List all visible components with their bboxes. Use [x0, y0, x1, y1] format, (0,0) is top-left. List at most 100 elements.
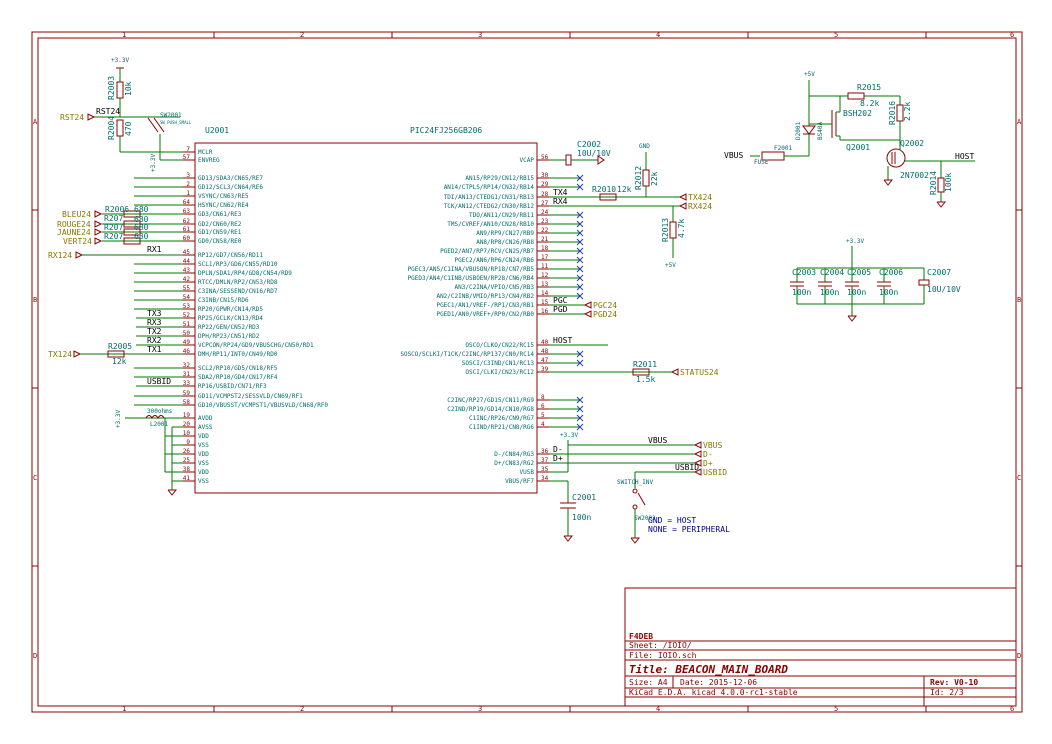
tb-id: Id: 2/3: [930, 688, 964, 697]
reset-circuit[interactable]: +3.3V R2003 10k RST24 RST24 R2004 470 SW…: [60, 57, 192, 172]
frame-col-labels-bottom: 1 2 3 4 5 6: [122, 705, 1014, 713]
mcu-pin-number: 39: [541, 366, 549, 373]
mcu-pin-number: 25: [183, 457, 191, 464]
net-rst24: RST24: [96, 107, 120, 116]
f2001-ref: F2001: [774, 145, 792, 152]
sw2001-ref: SW2001: [160, 112, 182, 119]
glob-vbus: VBUS: [703, 441, 722, 450]
no-connect-marker: [576, 211, 584, 219]
power-33v-decoupling: +3.3V: [846, 238, 864, 245]
mcu-pin-number: 36: [541, 448, 549, 455]
mcu-pin-name: PGEC1/AN1/VREF-/RP1/CN3/RB1: [436, 302, 534, 309]
mcu-pin-name: C2INC/RP27/GD15/CN11/RG9: [447, 397, 534, 404]
mcu-pin-name: VCAP: [520, 157, 535, 164]
mcu-pin-number: 44: [183, 258, 191, 265]
cap-ref: C2003: [792, 268, 816, 277]
frame-row-c: C: [33, 474, 37, 482]
mcu-pin-name: PGED1/AN0/VREF+/RP0/CN2/RB0: [436, 311, 534, 318]
decoupling-caps[interactable]: +3.3V C2003100nC2004100nC2005100nC200610…: [790, 238, 961, 322]
mcu-pin-name: RP16/USBID/CN71/RF3: [198, 383, 267, 390]
mcu-pin-name: GD0/CN58/RE0: [198, 238, 242, 245]
mcu-pin-number: 19: [183, 412, 191, 419]
frame-col-5: 5: [834, 31, 838, 39]
r2015-ref: R2015: [857, 83, 881, 92]
no-connect-marker: [576, 220, 584, 228]
fuse-label: FUSE: [754, 159, 769, 166]
mcu-pin-name: TDI/AN13/CTEDG1/CN31/RB13: [444, 194, 535, 201]
r2013-value: 4.7k: [677, 219, 686, 238]
net-tx1: TX1: [147, 345, 162, 354]
sw2001-switch[interactable]: SW2001 SW_PUSH_SMALL: [147, 112, 192, 133]
mcu-pin-name: C2IND/RP19/GD14/CN10/RG8: [447, 406, 534, 413]
note-none-peripheral: NONE = PERIPHERAL: [648, 525, 730, 534]
q2002-nmos[interactable]: Q2002 2N7002: [883, 139, 929, 186]
frame-row-d-right: D: [1017, 652, 1021, 660]
q2001-pmos[interactable]: BSH202 Q2001: [809, 96, 900, 152]
power-33v-reset: +3.3V: [111, 57, 129, 64]
r2004-ref: R2004: [107, 116, 116, 140]
mcu-pin-name: VDD: [198, 469, 209, 476]
no-connect-marker: [576, 183, 584, 191]
sheet-frame: [31, 31, 1023, 713]
vcap-c2002[interactable]: C2002 10U/10V: [549, 140, 611, 166]
mcu-power-left[interactable]: +3.3V 300ohms L2001: [115, 408, 183, 496]
net-usbid-left: USBID: [147, 377, 171, 386]
sw2001-value: SW_PUSH_SMALL: [160, 120, 192, 125]
mcu-pin-name: ENVREG: [198, 157, 220, 164]
r2015-value: 8.2k: [860, 99, 879, 108]
mcu-pin-number: 52: [183, 312, 191, 319]
mcu-pin-name: VDD: [198, 433, 209, 440]
mcu-pin-name: PGED3/AN4/C1INB/USBOEN/RP28/CN6/RB4: [408, 275, 535, 282]
mcu-pin-number: 34: [541, 475, 549, 482]
tb-file: File: IOIO.sch: [629, 651, 697, 660]
usb-nets[interactable]: D- D+ VBUS +3.3V C2001 100n VBUS D- D+ U…: [549, 432, 730, 544]
glob-rst24: RST24: [60, 113, 84, 122]
uart-left-nets[interactable]: RX124 RX1 TX3 RX3 TX2 RX2 TX124 R2005 12…: [48, 245, 183, 387]
mcu-pin-number: 12: [541, 272, 549, 279]
net-tx3: TX3: [147, 309, 162, 318]
mcu-pin-name: GD11/VCMPST2/SESSVLD/CN69/RF1: [198, 393, 303, 400]
vbus-switching[interactable]: +5V R2015 8.2k R2016 2.2k D2001 BS40A VB…: [724, 71, 975, 208]
mcu-pin-number: 58: [183, 399, 191, 406]
mcu-pin-number: 54: [183, 294, 191, 301]
r2014-ref: R2014: [929, 171, 938, 195]
frame-col-2: 2: [300, 31, 304, 39]
mcu-pin-name: PGEC3/AN5/C1INA/VBUSON/RP18/CN7/RB5: [408, 266, 535, 273]
mcu-pin-number: 38: [183, 466, 191, 473]
uart-right-nets[interactable]: TX4 R2010 12k TX424 RX4 RX424 GND R2012 …: [549, 143, 719, 384]
cap-value: 100n: [792, 288, 811, 297]
mcu-pin-name: VSYNC/CN63/RE5: [198, 193, 249, 200]
mcu-pin-name: RTCC/DMLN/RP2/CN53/RD8: [198, 279, 278, 286]
mcu-pin-number: 5: [541, 412, 545, 419]
mcu-pin-name: VSS: [198, 442, 209, 449]
frame-col-2-bottom: 2: [300, 705, 304, 713]
mcu-pin-number: 11: [541, 263, 549, 270]
led-resistors[interactable]: R2006 680 R207 R207 R207 680 680 680 BLE…: [57, 205, 183, 246]
mcu-pin-number: 40: [541, 339, 549, 346]
r2016-value: 2.2k: [903, 102, 912, 121]
glob-rouge24: ROUGE24: [57, 220, 91, 229]
r2006-ref: R2006: [105, 205, 129, 214]
mcu-pin-number: 14: [541, 290, 549, 297]
power-33v-avdd: +3.3V: [115, 410, 122, 428]
mcu-pin-number: 7: [186, 146, 190, 153]
frame-col-labels-top: 1 2 3 4 5 6: [122, 31, 1014, 39]
mcu-pin-number: 61: [183, 226, 191, 233]
net-tx2: TX2: [147, 327, 162, 336]
no-connect-marker: [576, 229, 584, 237]
cap-value: 100n: [879, 288, 898, 297]
mcu-pin-number: 64: [183, 199, 191, 206]
no-connect-marker: [576, 396, 584, 404]
mcu-pin-number: 4: [541, 421, 545, 428]
mcu-pin-number: 42: [183, 276, 191, 283]
mcu-pin-number: 21: [541, 236, 549, 243]
mcu-pin-name: AVDD: [198, 415, 213, 422]
no-connect-marker: [576, 405, 584, 413]
r2003-body: [116, 81, 124, 99]
mcu-pin-number: 31: [183, 371, 191, 378]
mcu-pin-number: 6: [541, 403, 545, 410]
mcu-pin-name: GD10/VBUSST/VCMPST1/VBUSVLD/CN68/RF0: [198, 402, 328, 409]
glob-rx124: RX124: [48, 251, 72, 260]
